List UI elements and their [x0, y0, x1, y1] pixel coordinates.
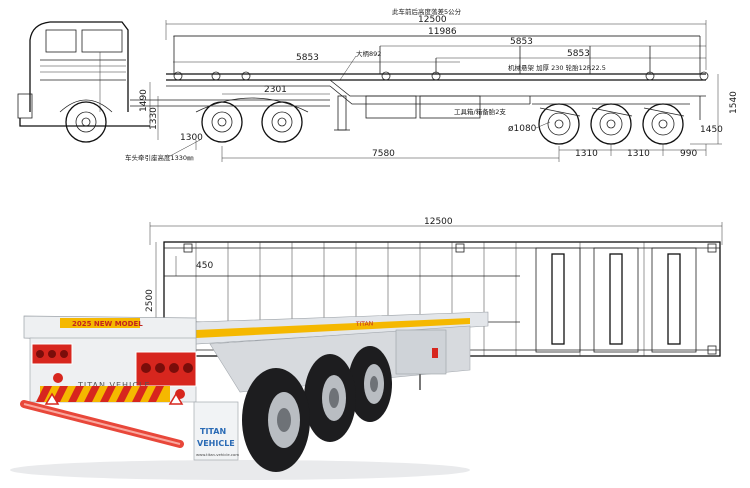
top-dim-width: 2500 [145, 289, 155, 312]
photo-side-stripe [196, 318, 470, 338]
dim-overall-length: 12500 [418, 15, 447, 25]
photo-tool-box [395, 329, 447, 375]
photo-marker-left [53, 373, 63, 383]
trailer-wheel-3 [642, 103, 684, 145]
dim-deck-segment-a: 5853 [296, 53, 319, 63]
dim-deck-segment-b: 5853 [510, 37, 533, 47]
tractor-rear-wheel-2 [261, 101, 303, 143]
photo-reflective-stripe [36, 386, 170, 402]
dim-kingpin-to-axle: 7580 [372, 149, 395, 159]
tool-box-note: 工具箱/箱备胎2支 [454, 107, 506, 116]
photo-rear-brand: TITAN VEHICLE [77, 381, 151, 390]
dim-axle-spacing-1: 1310 [575, 149, 598, 159]
trailer-axles [529, 96, 701, 145]
mudflap-brand-line2: VEHICLE [197, 439, 235, 448]
kingpin-label: 大柄892 [356, 49, 381, 58]
photo-model-label: 2025 NEW MODEL [72, 320, 143, 328]
tool-box [365, 95, 417, 119]
photo-side-brand: TITAN [355, 320, 373, 328]
suspension-note: 机械悬架 加厚 230 轮胎12R22.5 [508, 63, 606, 72]
dim-rear-offset: 1450 [700, 125, 723, 135]
dim-frame-length: 11986 [428, 27, 457, 37]
deck-stakes [173, 35, 701, 74]
photo-rear-bumper [20, 400, 184, 448]
fifth-wheel-note: 车头牵引座高度1330㎜ [125, 153, 194, 162]
dim-tractor: 2301 [264, 85, 287, 95]
height-note: 此车前后高度落差5公分 [392, 7, 462, 16]
mudflap-brand-line1: TITAN [200, 427, 226, 436]
photo-rear-label-strip [60, 318, 140, 328]
trailer-wheel-2 [590, 103, 632, 145]
dim-axle-spacing-2: 1310 [627, 149, 650, 159]
side-view: 此车前后高度落差5公分 12500 11986 5853 5853 5853 大… [17, 7, 739, 162]
top-dim-length: 12500 [424, 217, 453, 227]
dim-fifth-wheel-1300: 1300 [180, 133, 203, 143]
mudflap-small-text: www.titan-vehicle.com [196, 452, 239, 457]
dim-wheel-diameter: ø1080 [508, 124, 537, 134]
trailer-photo: TITAN 2025 NEW MODEL TITAN VEHICLE [10, 311, 489, 480]
dim-deck-segment-c: 5853 [567, 49, 590, 59]
photo-mudflap [193, 401, 239, 461]
photo-tires [242, 346, 392, 472]
dim-height-1330: 1330 [149, 107, 159, 130]
top-dim-edge-offset: 450 [196, 261, 213, 271]
tractor-rear-wheel-1 [201, 101, 243, 143]
top-suspension [535, 247, 697, 353]
tractor-front-wheel [65, 101, 107, 143]
dim-rear-overhang: 990 [680, 149, 697, 159]
dim-height-1490: 1490 [139, 89, 149, 112]
dim-deck-height: 1540 [729, 91, 739, 114]
